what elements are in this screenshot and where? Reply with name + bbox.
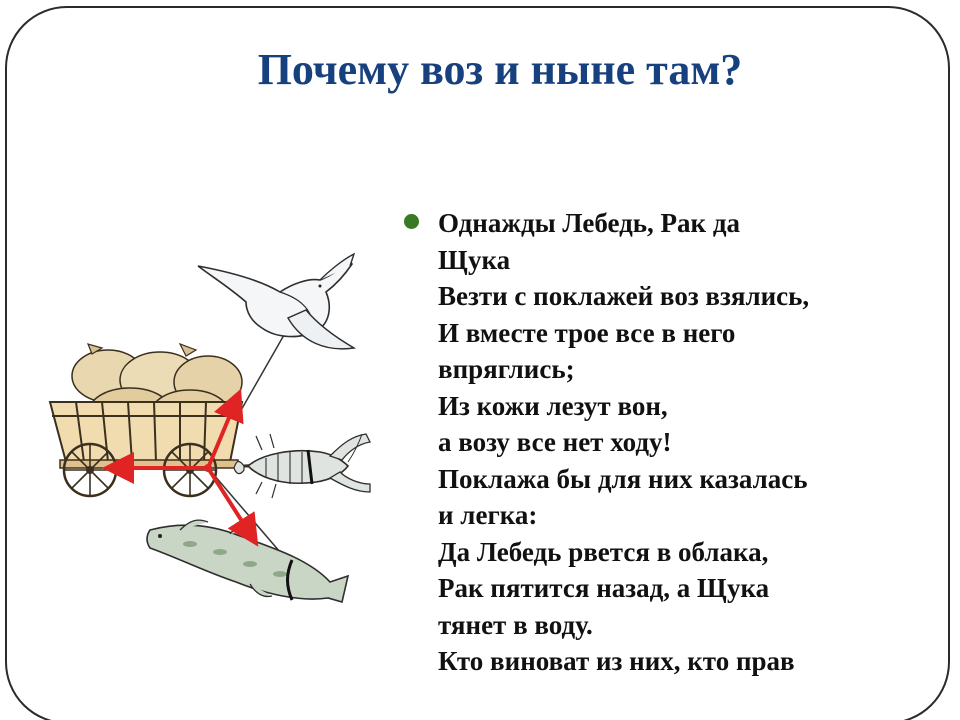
bullet-dot-icon <box>404 214 419 229</box>
poem-line: Однажды Лебедь, Рак да <box>438 208 741 238</box>
poem-line: Из кожи лезут вон, <box>438 390 668 421</box>
poem-line: тянет в воду. <box>438 609 593 640</box>
slide-title: Почему воз и ныне там? <box>257 45 743 94</box>
poem-line: Да Лебедь рвется в облака, <box>438 536 769 567</box>
swan-crayfish-pike-illustration <box>48 252 371 604</box>
poem-text: Однажды Лебедь, Рак да Щука Везти с покл… <box>438 205 928 680</box>
poem-line: и легка: <box>438 500 538 530</box>
poem-line: Щука <box>438 244 511 275</box>
slide-frame <box>5 6 950 720</box>
poem-line: Рак пятится назад, а Щука <box>438 573 770 603</box>
crayfish-icon <box>233 433 371 499</box>
cart-icon <box>48 342 266 498</box>
poem-line: а возу все нет ходу! <box>438 427 672 457</box>
poem-line: И вместе трое все в него <box>438 317 736 348</box>
swan-icon <box>197 252 357 350</box>
poem-line: Везти с поклажей воз взялись, <box>438 281 810 311</box>
poem-line: Кто виноват из них, кто прав <box>438 646 795 676</box>
poem-line: Поклажа бы для них казалась <box>438 463 808 494</box>
poem-line: впряглись; <box>438 354 575 384</box>
force-arrows <box>102 388 259 547</box>
